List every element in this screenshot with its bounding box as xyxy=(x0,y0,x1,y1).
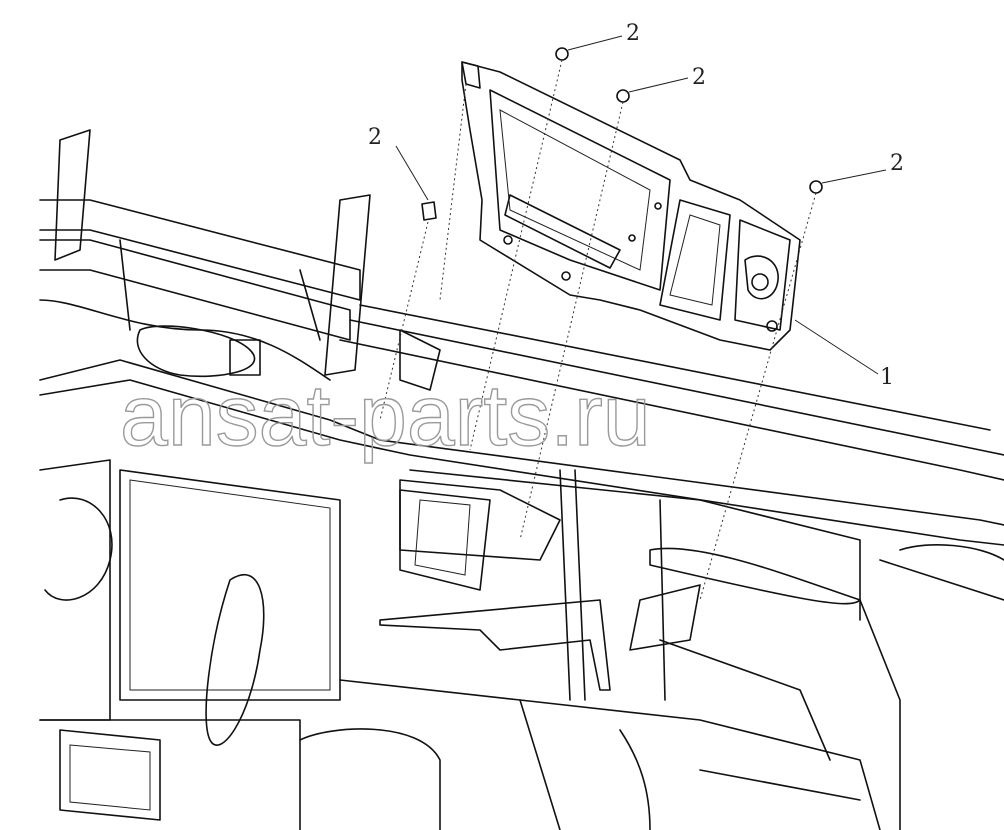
leader-lines xyxy=(395,35,887,375)
nut-icon xyxy=(809,180,823,194)
floor-panel xyxy=(39,359,1004,830)
nut-icon xyxy=(616,89,630,103)
callout-label-nut-right: 2 xyxy=(890,151,904,176)
callout-label-bracket: 1 xyxy=(880,365,894,390)
callout-labels: 2 2 2 2 1 xyxy=(368,21,904,390)
cross-member xyxy=(39,129,1004,481)
watermark: ansat-parts.ru xyxy=(120,368,651,464)
callout-label-nut-mid: 2 xyxy=(692,65,706,90)
bracket-part-1 xyxy=(461,61,801,351)
callout-label-nut-top: 2 xyxy=(626,21,640,46)
nut-icon xyxy=(555,47,569,61)
callout-label-nut-left: 2 xyxy=(368,125,382,150)
nut-icon xyxy=(421,201,437,221)
assembly-lines xyxy=(379,59,817,601)
